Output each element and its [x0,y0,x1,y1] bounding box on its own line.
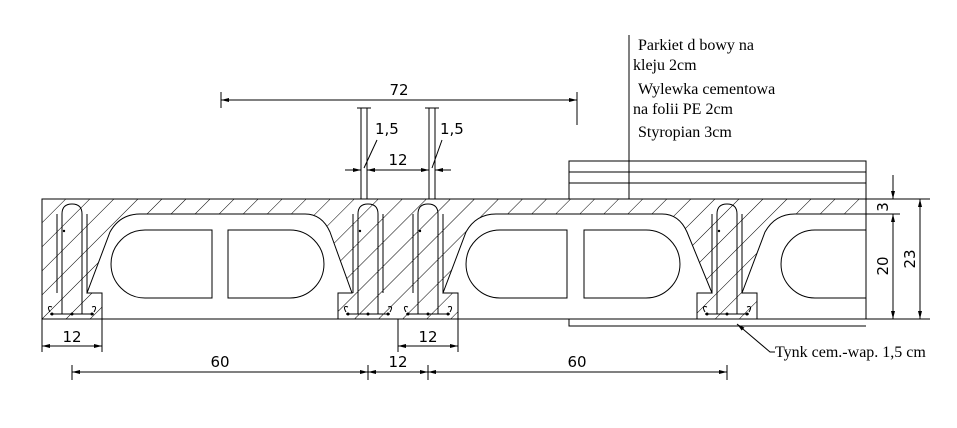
svg-text:60: 60 [210,353,229,371]
svg-text:3: 3 [874,202,892,212]
dimension-rib-gap-top: 12 1,5 1,5 [345,107,464,199]
layer-styro-label: Styropian 3cm [638,124,732,141]
hollow-block-3-partial [741,213,867,320]
plaster-line [568,319,866,327]
layer-parquet-label-1: Parkiet d bowy na [638,37,754,54]
svg-text:12: 12 [388,151,407,169]
svg-text:1,5: 1,5 [375,120,399,138]
svg-text:20: 20 [874,256,892,275]
reinforced-rib [343,203,393,316]
dimension-bottom: 12 12 60 12 60 [41,319,728,380]
layer-screed-label-2: na folii PE 2cm [633,101,734,118]
svg-text:1,5: 1,5 [440,120,464,138]
svg-text:60: 60 [567,353,586,371]
svg-text:12: 12 [418,328,437,346]
reinforced-rib [702,203,752,316]
layer-screed-label-1: Wylewka cementowa [638,81,775,98]
floor-layers [568,35,867,200]
plaster-label: Tynk cem.-wap. 1,5 cm [775,344,926,361]
svg-text:72: 72 [389,81,408,99]
hollow-block-2 [442,213,713,320]
reinforced-rib [47,203,97,316]
dimension-72: 72 [220,81,578,125]
hollow-block-1 [86,213,353,320]
reinforced-rib [403,203,453,316]
plaster-leader [736,323,775,353]
svg-text:12: 12 [388,353,407,371]
svg-text:12: 12 [62,328,81,346]
dimension-right: 3 20 23 [866,175,930,320]
layer-parquet-label-2: kleju 2cm [633,57,697,74]
svg-text:23: 23 [901,249,919,268]
